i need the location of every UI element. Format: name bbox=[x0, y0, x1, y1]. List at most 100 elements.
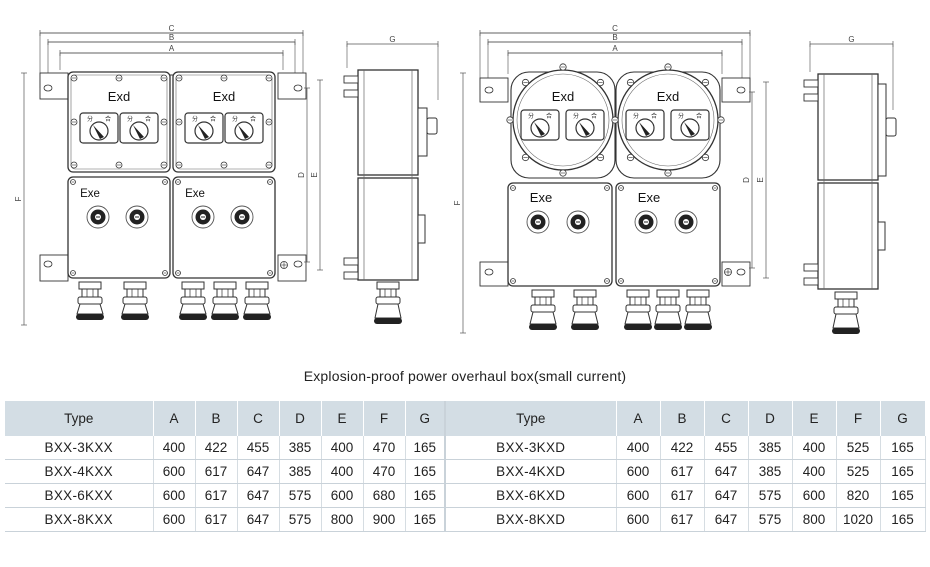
gland-nut bbox=[78, 281, 102, 290]
gland-body bbox=[379, 288, 397, 298]
type-cell: BXX-3KXX bbox=[5, 436, 154, 460]
dimension-cell: 800 bbox=[321, 507, 364, 532]
switch-off-mark: 分 bbox=[192, 115, 198, 123]
gland-body bbox=[689, 296, 707, 306]
switch-off-mark: 分 bbox=[87, 115, 93, 123]
switch-on-mark: 合 bbox=[145, 115, 151, 123]
push-button-icon bbox=[674, 210, 698, 234]
column-header-a: A bbox=[153, 401, 196, 436]
gland-cap bbox=[833, 306, 859, 315]
exe-label: Exe bbox=[185, 188, 205, 200]
column-header-e: E bbox=[792, 401, 837, 436]
dimension-cell: 575 bbox=[748, 507, 793, 532]
dimension-f-front-1: F bbox=[14, 72, 27, 326]
gland-nut bbox=[531, 289, 555, 298]
dimension-cell: 400 bbox=[321, 459, 364, 484]
dimension-cell: 165 bbox=[405, 483, 446, 508]
dimension-frame bbox=[59, 52, 284, 70]
gland-cable bbox=[374, 318, 402, 324]
side-exe-body bbox=[357, 177, 419, 281]
gland-seal bbox=[529, 311, 557, 325]
gland-nut bbox=[376, 281, 400, 290]
column-header-d: D bbox=[748, 401, 793, 436]
side-handle-icon bbox=[426, 117, 438, 135]
gland-nut bbox=[656, 289, 680, 298]
dimension-label-f-front-1: F bbox=[14, 196, 23, 201]
gland-nut bbox=[686, 289, 710, 298]
gland-seal bbox=[76, 303, 104, 315]
gland-seal bbox=[832, 313, 860, 329]
bracket-hole bbox=[43, 84, 53, 92]
switch-off-mark: 分 bbox=[678, 112, 684, 120]
dimension-d-front-2: D bbox=[742, 91, 755, 269]
dimension-cell: 422 bbox=[195, 436, 238, 460]
dimension-cell: 400 bbox=[153, 436, 196, 460]
gland-seal bbox=[121, 303, 149, 315]
cable-gland-icon bbox=[374, 281, 402, 324]
push-button-icon bbox=[634, 210, 658, 234]
side-exd-body bbox=[357, 69, 419, 176]
gland-cable bbox=[571, 324, 599, 330]
dimension-cell: 400 bbox=[616, 436, 661, 460]
mounting-bracket bbox=[479, 77, 509, 103]
cable-gland-icon bbox=[684, 289, 712, 330]
column-header-b: B bbox=[195, 401, 238, 436]
dimension-cell: 600 bbox=[321, 483, 364, 508]
dimension-cell: 165 bbox=[880, 459, 926, 484]
push-button-icon bbox=[86, 205, 110, 229]
gland-body bbox=[534, 296, 552, 306]
exd-label: Exd bbox=[552, 89, 574, 104]
gland-seal bbox=[571, 311, 599, 325]
push-button-icon bbox=[191, 205, 215, 229]
rotary-switch-icon: 分合 bbox=[625, 109, 665, 141]
type-cell: BXX-8KXX bbox=[5, 507, 154, 532]
switch-handle bbox=[238, 125, 249, 139]
switch-off-mark: 分 bbox=[127, 115, 133, 123]
dimension-e-front-1: E bbox=[310, 79, 323, 271]
dimension-cell: 525 bbox=[836, 459, 881, 484]
push-button-icon bbox=[566, 210, 590, 234]
switch-off-mark: 分 bbox=[573, 112, 579, 120]
switch-on-mark: 合 bbox=[696, 112, 702, 120]
dimension-cell: 647 bbox=[704, 459, 749, 484]
gland-nut bbox=[213, 281, 237, 290]
exd-label: Exd bbox=[108, 89, 130, 104]
dimension-cell: 400 bbox=[792, 459, 837, 484]
dimension-cell: 165 bbox=[880, 507, 926, 532]
dimension-cell: 575 bbox=[279, 483, 322, 508]
switch-handle bbox=[198, 125, 209, 139]
dimension-cell: 165 bbox=[880, 483, 926, 508]
cable-gland-icon bbox=[211, 281, 239, 320]
gland-cap bbox=[375, 296, 401, 305]
switch-on-mark: 合 bbox=[210, 115, 216, 123]
dimension-a-front-2: A bbox=[507, 44, 723, 56]
cable-gland-icon bbox=[179, 281, 207, 320]
column-header-g: G bbox=[405, 401, 446, 436]
dimension-label-d-front-2: D bbox=[742, 177, 751, 183]
dimension-cell: 470 bbox=[363, 459, 406, 484]
dimension-label-e-front-2: E bbox=[756, 177, 765, 182]
dimension-label-a-front-1: A bbox=[169, 44, 175, 53]
dimension-cell: 820 bbox=[836, 483, 881, 508]
dimension-cell: 165 bbox=[405, 507, 446, 532]
dimension-cell: 600 bbox=[616, 459, 661, 484]
column-header-f: F bbox=[363, 401, 406, 436]
mounting-bracket bbox=[479, 261, 509, 287]
cable-gland-icon bbox=[243, 281, 271, 320]
bracket-hole bbox=[484, 268, 494, 276]
rotary-switch-icon: 分合 bbox=[670, 109, 710, 141]
cable-gland-icon bbox=[121, 281, 149, 320]
gland-cap bbox=[122, 296, 148, 305]
dimension-cell: 165 bbox=[405, 459, 446, 484]
push-button-icon bbox=[230, 205, 254, 229]
dimension-label-d-front-1: D bbox=[297, 172, 306, 178]
gland-seal bbox=[654, 311, 682, 325]
exe-chamber bbox=[615, 182, 721, 287]
column-header-a: A bbox=[616, 401, 661, 436]
side-bracket bbox=[803, 263, 819, 272]
dimension-label-b-front-2: B bbox=[612, 33, 617, 42]
